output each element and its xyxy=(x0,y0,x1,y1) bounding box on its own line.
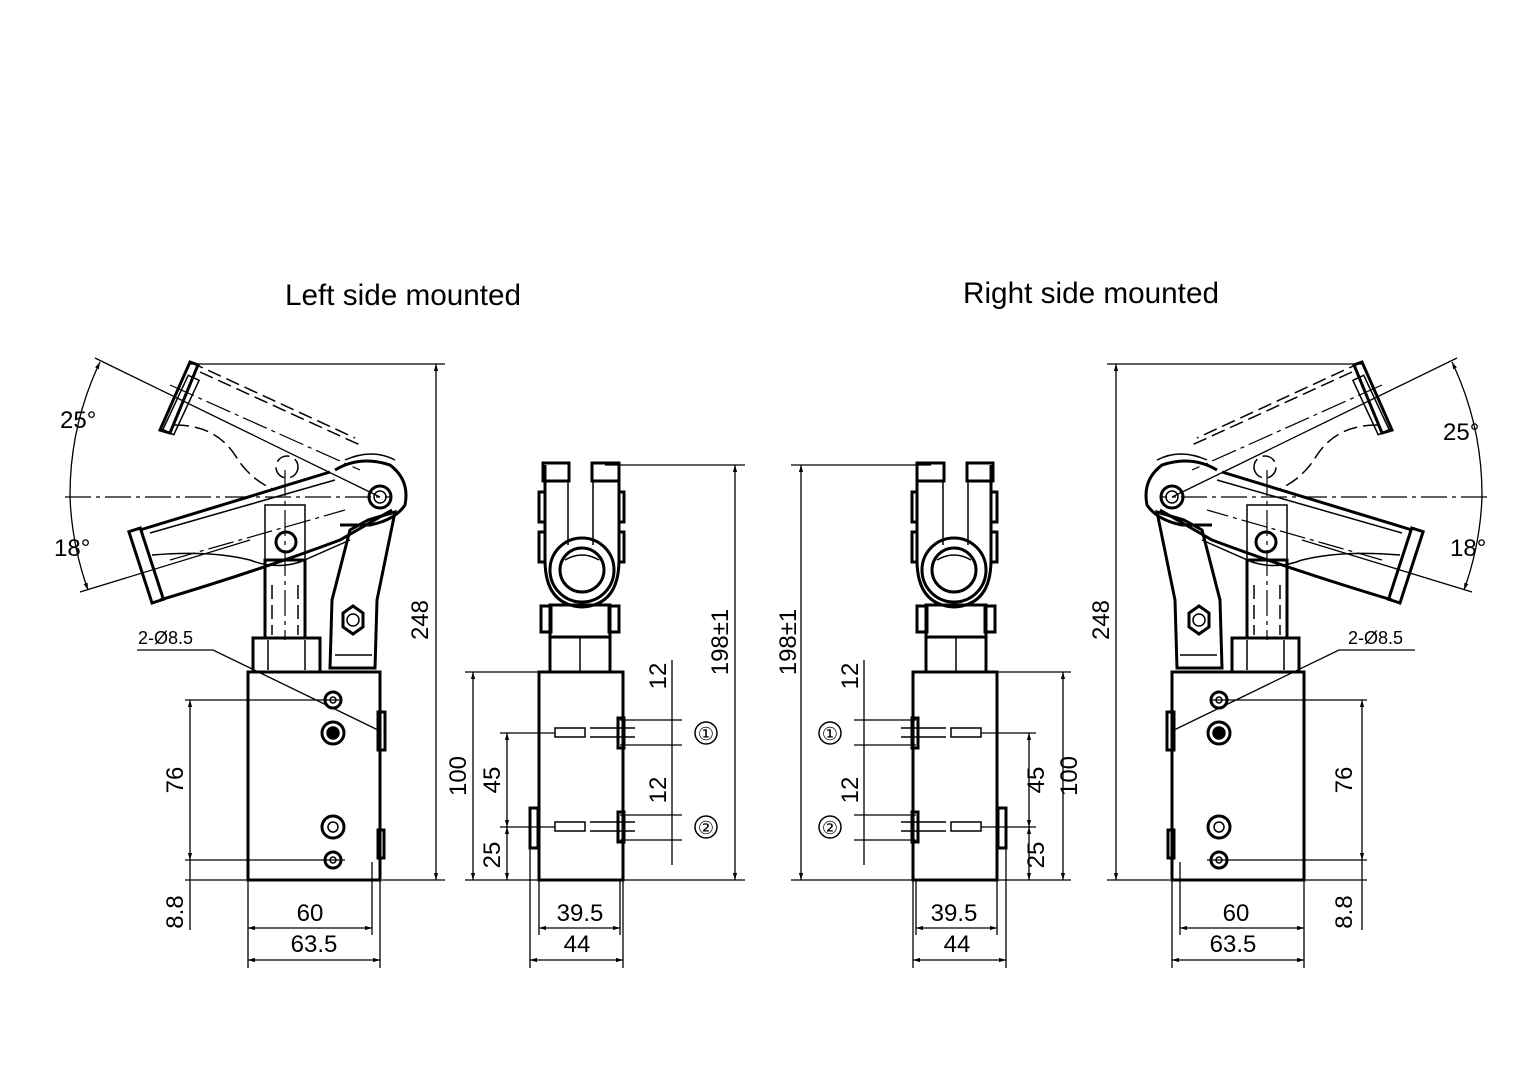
left-side-mounted-view xyxy=(65,358,745,968)
port-1-marker: ① xyxy=(698,724,714,744)
hole-offset-label: 8.8 xyxy=(162,895,189,928)
right-port-offset-25-label: 25 xyxy=(1023,842,1050,869)
right-front-view-drawing xyxy=(791,463,1071,968)
right-height-100-label: 100 xyxy=(1056,756,1083,796)
right-hole-offset-label: 8.8 xyxy=(1331,895,1358,928)
right-port-2-marker: ② xyxy=(822,818,838,838)
right-height-248-label: 248 xyxy=(1088,600,1115,640)
right-port-1-size-label: 12 xyxy=(837,663,864,690)
left-title: Left side mounted xyxy=(285,279,521,312)
right-width-63-5-label: 63.5 xyxy=(1210,931,1257,958)
right-port-2-size-label: 12 xyxy=(837,777,864,804)
width-39-5-label: 39.5 xyxy=(557,900,604,927)
port-offset-25-label: 25 xyxy=(479,842,506,869)
width-63-5-label: 63.5 xyxy=(291,931,338,958)
right-angle-down-label: 18° xyxy=(1450,535,1486,562)
right-port-spacing-45-label: 45 xyxy=(1023,767,1050,794)
right-width-39-5-label: 39.5 xyxy=(931,900,978,927)
right-hole-spacing-label: 76 xyxy=(1331,767,1358,794)
angle-up-label: 25° xyxy=(60,407,96,434)
height-248-label: 248 xyxy=(407,600,434,640)
right-side-mounted-view xyxy=(791,358,1487,968)
height-100-label: 100 xyxy=(445,756,472,796)
right-side-view-drawing xyxy=(1107,358,1487,968)
port-2-size-label: 12 xyxy=(645,777,672,804)
width-60-label: 60 xyxy=(297,900,324,927)
right-width-60-label: 60 xyxy=(1223,900,1250,927)
port-spacing-45-label: 45 xyxy=(479,767,506,794)
left-side-view-drawing xyxy=(65,358,445,968)
right-title: Right side mounted xyxy=(963,277,1219,310)
width-44-label: 44 xyxy=(564,931,591,958)
right-hole-callout-label: 2-Ø8.5 xyxy=(1348,628,1403,648)
height-198-label: 198±1 xyxy=(707,609,734,676)
right-port-1-marker: ① xyxy=(822,724,838,744)
port-2-marker: ② xyxy=(698,818,714,838)
port-1-size-label: 12 xyxy=(645,663,672,690)
right-width-44-label: 44 xyxy=(944,931,971,958)
right-height-198-label: 198±1 xyxy=(775,609,802,676)
right-angle-up-label: 25° xyxy=(1443,419,1479,446)
hole-spacing-label: 76 xyxy=(162,767,189,794)
hole-callout-label: 2-Ø8.5 xyxy=(138,628,193,648)
left-front-view-drawing xyxy=(465,463,745,968)
angle-down-label: 18° xyxy=(54,535,90,562)
